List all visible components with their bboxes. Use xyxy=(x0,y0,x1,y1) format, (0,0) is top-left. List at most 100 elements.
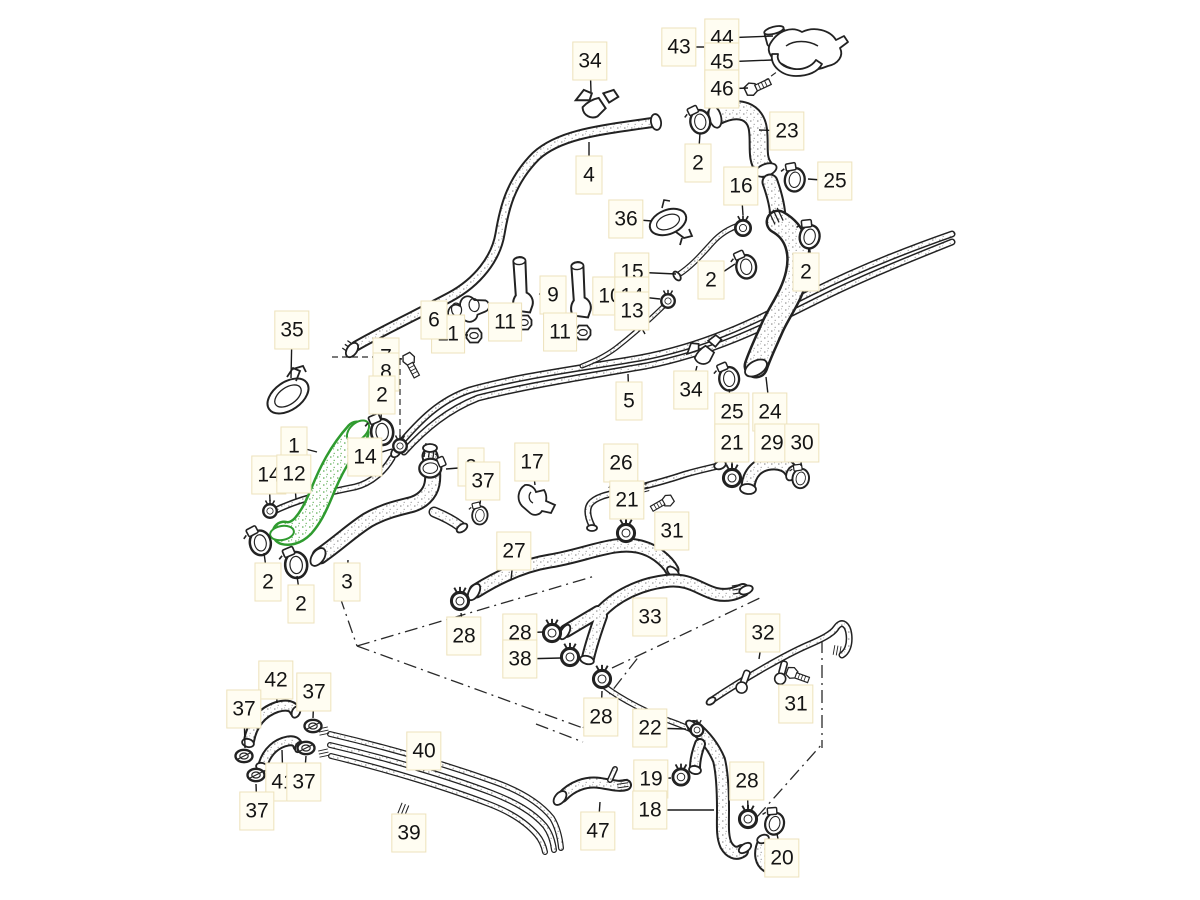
leader-line xyxy=(600,690,603,718)
hose-15 xyxy=(672,222,743,282)
leader-line xyxy=(538,293,554,296)
leader-line xyxy=(631,295,661,300)
clamp-25-icon xyxy=(709,359,742,394)
bolt-46-icon xyxy=(742,73,773,99)
bracket-9-icon xyxy=(508,255,535,315)
clamp-2-icon xyxy=(238,521,275,560)
clamp-35-icon xyxy=(260,365,316,422)
leader-line xyxy=(649,727,687,730)
bolt-7-8-icon xyxy=(400,350,424,380)
leader-line xyxy=(380,394,383,421)
leader-line xyxy=(758,632,764,660)
hose-4 xyxy=(341,113,663,359)
leader-line xyxy=(631,271,677,275)
clamp-21-icon xyxy=(721,462,743,489)
pipes-5-13 xyxy=(394,230,956,456)
leader-line xyxy=(296,575,302,605)
leader-line xyxy=(758,129,788,132)
hose-24 xyxy=(743,173,812,379)
leader-line xyxy=(650,777,672,780)
clamp-20-icon xyxy=(755,802,789,838)
bracket-43 xyxy=(693,22,712,73)
clamp-2-icon xyxy=(274,543,310,581)
leader-line xyxy=(281,749,284,783)
leader-line xyxy=(740,185,744,216)
leader-line xyxy=(668,512,673,532)
hose-29 xyxy=(739,455,799,495)
leader-line xyxy=(765,376,771,413)
clip-17-icon xyxy=(517,483,556,516)
leader-line xyxy=(290,329,293,379)
bolt-31-icon xyxy=(648,492,676,516)
leader-line xyxy=(504,321,521,324)
clamp-25-icon xyxy=(775,159,809,194)
hose-47 xyxy=(552,766,632,806)
hose-23 xyxy=(706,100,778,178)
leader-line xyxy=(597,294,611,297)
clamp-28-icon xyxy=(541,617,563,644)
leader-line xyxy=(807,178,836,182)
leader-line xyxy=(312,691,315,719)
leader-line xyxy=(263,552,269,583)
seal-37-icon xyxy=(303,718,323,734)
leader-line xyxy=(433,316,451,321)
bolt-31-icon xyxy=(784,665,812,686)
clamp-14-icon xyxy=(262,498,278,519)
clamp-2-icon xyxy=(680,102,713,137)
leader-line xyxy=(531,461,536,486)
leader-line xyxy=(460,612,465,637)
leader-line xyxy=(447,333,469,336)
leader-line xyxy=(697,132,701,164)
clamp-14-icon xyxy=(660,288,676,309)
seal-37-icon xyxy=(234,748,254,764)
leader-line xyxy=(519,631,544,634)
clamp-19-icon xyxy=(671,762,691,787)
leader-line xyxy=(407,813,410,834)
clamp-28-icon xyxy=(737,803,759,830)
leader-line xyxy=(479,480,484,505)
leader-line xyxy=(385,356,403,360)
leader-line xyxy=(627,373,630,402)
hose-20-elbow xyxy=(754,833,798,876)
seal-37-icon xyxy=(296,740,316,756)
hose-26 xyxy=(584,459,727,532)
leader-line xyxy=(364,448,393,458)
small-parts-layer xyxy=(260,25,849,686)
leader-line xyxy=(625,218,653,222)
pipe-13 xyxy=(579,296,674,369)
leader-line xyxy=(346,559,349,583)
leader-line xyxy=(597,801,601,832)
leader-line xyxy=(625,499,628,524)
clamp-36-icon xyxy=(644,199,693,246)
leader-line xyxy=(303,755,307,783)
bracket-10-icon xyxy=(566,260,593,320)
clamp-38-icon xyxy=(559,641,581,668)
hose-1-highlighted xyxy=(269,419,371,546)
clamp-28-icon xyxy=(449,585,471,612)
leader-line xyxy=(385,369,401,373)
clamp-16-icon xyxy=(733,213,753,238)
clamp-28-icon xyxy=(591,663,613,690)
leader-line xyxy=(690,365,698,391)
leader-line xyxy=(293,473,297,500)
leader-line xyxy=(293,445,318,453)
leader-line xyxy=(721,59,773,63)
boundary-lines xyxy=(339,575,824,818)
nut-11-icon xyxy=(465,327,483,344)
leader-line xyxy=(721,87,749,90)
leader-line xyxy=(776,833,783,859)
leader-line xyxy=(800,442,803,467)
leader-line xyxy=(445,466,472,470)
leader-line xyxy=(649,600,654,618)
clamp-2-icon xyxy=(726,247,759,282)
clip-34-top-icon xyxy=(574,88,620,119)
leader-line xyxy=(243,708,246,749)
hose-27 xyxy=(466,537,680,602)
hose-22-pipe xyxy=(601,683,698,734)
leader-line xyxy=(275,679,278,704)
leader-line xyxy=(268,474,271,502)
leader-line xyxy=(589,60,592,93)
hose-33 xyxy=(558,573,754,666)
